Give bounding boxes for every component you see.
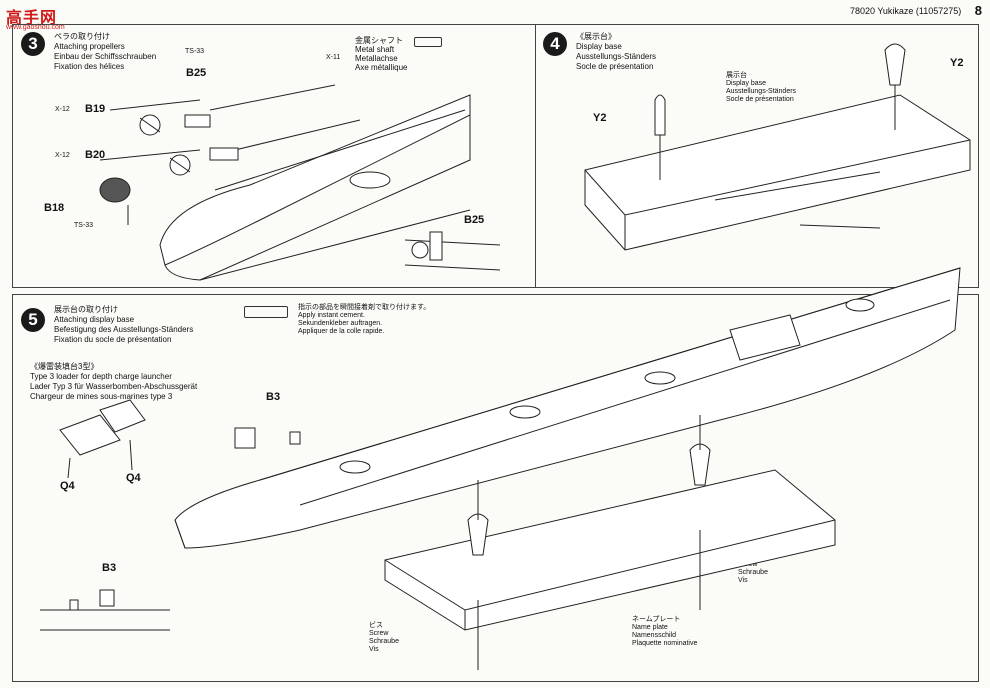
step-5-title-fr: Fixation du socle de présentation	[54, 335, 172, 344]
nameplate-label: ネームプレート Name plate Namensschild Plaquett…	[632, 616, 697, 648]
step-3-title-jp: ペラの取り付け	[54, 32, 110, 41]
part-y2-right: Y2	[950, 57, 964, 69]
part-b19: B19	[85, 103, 106, 115]
cement-jp: 指示の部品を瞬間接着剤で取り付けます。	[298, 304, 431, 311]
screw-left-jp: ビス	[369, 622, 383, 629]
step-4-title-de: Ausstellungs-Ständers	[576, 52, 657, 61]
step-5-title-de: Befestigung des Ausstellungs-Ständers	[54, 325, 194, 334]
part-x11: X-11	[326, 54, 341, 61]
step-4-title-en: Display base	[576, 42, 622, 51]
step-3-title-de: Einbau der Schiffsschrauben	[54, 52, 157, 61]
part-b25-detail: B25	[464, 214, 485, 226]
cement-icon	[244, 306, 288, 318]
step-4-number: 4	[543, 32, 567, 56]
watermark-url: www.gaoshou.com	[6, 24, 65, 31]
part-ts33-top: TS-33	[185, 48, 205, 55]
cement-de: Sekundenkleber auftragen.	[298, 320, 383, 327]
loader-drawing	[59, 399, 146, 479]
display-base-fr: Socle de présentation	[726, 96, 794, 103]
nameplate-en: Name plate	[632, 624, 668, 631]
metal-shaft-jp: 金属シャフト	[355, 36, 403, 45]
step-5-display-stand	[384, 415, 836, 670]
part-b18: B18	[44, 202, 65, 214]
part-ts33-bottom: TS-33	[74, 222, 94, 229]
step-3-stern-hull-drawing	[159, 84, 471, 281]
step-4-title-jp: 《展示台》	[576, 32, 616, 41]
step-3-b25-detail	[404, 231, 501, 271]
step-5-panel	[12, 294, 979, 682]
step-5-number: 5	[21, 308, 45, 332]
loader-de: Lader Typ 3 für Wasserbomben-Abschussger…	[30, 382, 198, 391]
step-3-title-en: Attaching propellers	[54, 42, 125, 51]
step-5-title: 展示台の取り付け Attaching display base Befestig…	[54, 305, 193, 345]
step-4-title-fr: Socle de présentation	[576, 62, 654, 71]
b3-detail-drawing	[40, 589, 170, 631]
screw-left-de: Schraube	[369, 638, 399, 645]
display-base-jp: 展示台	[726, 72, 747, 79]
step-3-propeller-parts	[99, 99, 239, 225]
step-5-ship-drawing	[174, 267, 961, 549]
screw-left-fr: Vis	[369, 646, 379, 653]
display-base-label: 展示台 Display base Ausstellungs-Ständers S…	[726, 72, 796, 104]
step-5-title-jp: 展示台の取り付け	[54, 305, 118, 314]
metal-shaft-de: Metallachse	[355, 54, 398, 63]
step-4-title: 《展示台》 Display base Ausstellungs-Ständers…	[576, 32, 656, 72]
loader-jp: 《爆雷装填台3型》	[30, 362, 99, 371]
nameplate-fr: Plaquette nominative	[632, 640, 698, 647]
nameplate-jp: ネームプレート	[632, 616, 681, 623]
metal-shaft-en: Metal shaft	[355, 45, 395, 54]
part-b3-detail: B3	[102, 562, 117, 574]
screw-right-de: Schraube	[738, 569, 768, 576]
step-3-title: ペラの取り付け Attaching propellers Einbau der …	[54, 32, 156, 72]
page-number: 8	[974, 3, 982, 18]
display-base-en: Display base	[726, 80, 767, 87]
part-x12-a: X-12	[55, 106, 70, 113]
part-b3-top: B3	[266, 391, 281, 403]
part-b20: B20	[85, 149, 106, 161]
part-q4-a: Q4	[60, 480, 75, 492]
cement-fr: Appliquer de la colle rapide.	[298, 328, 385, 335]
screw-label-left: ビス Screw Schraube Vis	[369, 622, 399, 654]
screw-left-en: Screw	[369, 630, 389, 637]
step-4-panel	[535, 24, 979, 288]
loader-en: Type 3 loader for depth charge launcher	[30, 372, 172, 381]
metal-shaft-label: 金属シャフト Metal shaft Metallachse Axe métal…	[355, 36, 407, 72]
part-y2-left: Y2	[593, 112, 607, 124]
part-x12-b: X-12	[55, 152, 70, 159]
step-5-title-en: Attaching display base	[54, 315, 135, 324]
cement-en: Apply instant cement.	[298, 312, 365, 319]
part-q4-b: Q4	[126, 472, 141, 484]
metal-shaft-fr: Axe métallique	[355, 63, 408, 72]
nameplate-de: Namensschild	[632, 632, 676, 639]
metal-shaft-icon	[414, 37, 442, 47]
cement-note: 指示の部品を瞬間接着剤で取り付けます。 Apply instant cement…	[298, 304, 430, 336]
screw-right-fr: Vis	[738, 577, 748, 584]
step-3-title-fr: Fixation des hélices	[54, 62, 125, 71]
loader-fr: Chargeur de mines sous-marines type 3	[30, 392, 173, 401]
part-b25: B25	[186, 67, 207, 79]
watermark-logo: 高手网	[6, 10, 58, 27]
catalog-number: 78020 Yukikaze (11057275)	[850, 6, 962, 16]
display-base-de: Ausstellungs-Ständers	[726, 88, 797, 95]
step-4-display-base-drawing	[584, 43, 971, 251]
step-3-number: 3	[21, 32, 45, 56]
loader-title: 《爆雷装填台3型》 Type 3 loader for depth charge…	[30, 362, 197, 402]
